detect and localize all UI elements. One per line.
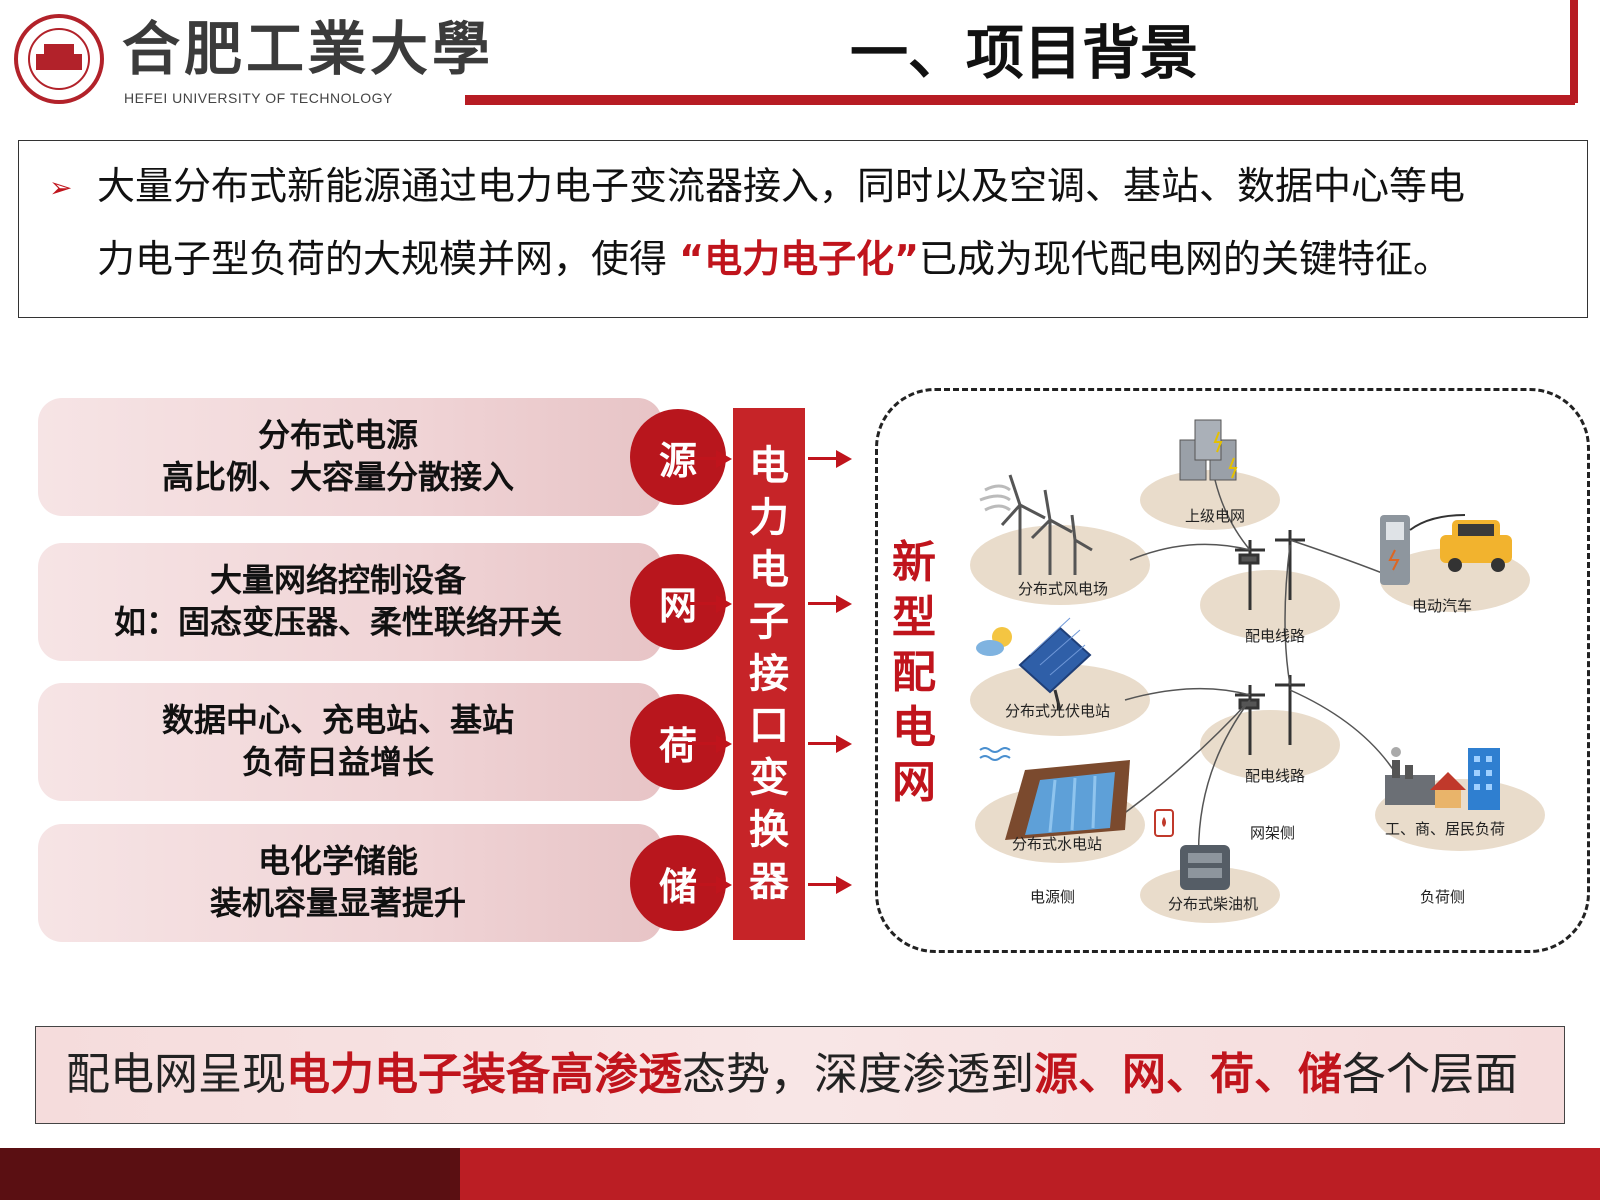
arrow-line [688,742,718,745]
category-text: 大量网络控制设备 如：固态变压器、柔性联络开关 [38,559,638,643]
converter-char: 口 [749,703,789,749]
summary-part-3: 各个层面 [1342,1049,1518,1100]
summary-part-2: 态势，深度渗透到 [682,1049,1034,1100]
arrow-line [808,742,838,745]
category-line2: 装机容量显著提升 [209,884,466,922]
arrow-right-icon [716,450,732,468]
arrow-right-icon [716,595,732,613]
converter-char: 电 [749,443,789,489]
arrow-line [688,457,718,460]
intro-line-2: 力电子型负荷的大规模并网，使得 “电力电子化”已成为现代配电网的关键特征。 [97,236,1451,282]
category-row-source: 分布式电源 高比例、大容量分散接入 源 [38,398,726,516]
label-load-side: 负荷侧 [1420,888,1466,906]
arrow-line [808,602,838,605]
new-distribution-grid-region [875,388,1590,953]
intro-line-2-pre: 力电子型负荷的大规模并网，使得 [97,237,680,281]
summary-text: 配电网呈现电力电子装备高渗透态势，深度渗透到源、网、荷、储各个层面 [66,1047,1518,1103]
arrow-line [688,602,718,605]
category-text: 电化学储能 装机容量显著提升 [38,840,638,924]
new-grid-char: 型 [892,592,936,643]
converter-char: 力 [749,495,789,541]
university-name-cn: 合肥工業大學 [122,15,495,83]
summary-box: 配电网呈现电力电子装备高渗透态势，深度渗透到源、网、荷、储各个层面 [35,1026,1565,1124]
label-diesel: 分布式柴油机 [1168,895,1259,913]
summary-part-1: 配电网呈现 [66,1049,286,1100]
university-seal-icon [14,14,104,104]
intro-line-2-post: 已成为现代配电网的关键特征。 [919,237,1452,281]
label-upper-grid: 上级电网 [1185,507,1246,525]
converter-char: 子 [749,599,789,645]
label-source-side: 电源侧 [1030,888,1076,906]
category-line1: 数据中心、充电站、基站 [161,701,514,739]
converter-char: 器 [749,859,789,905]
category-line2: 负荷日益增长 [241,743,434,781]
label-ev: 电动汽车 [1412,597,1473,615]
title-underline [465,95,1575,105]
category-line2: 如：固态变压器、柔性联络开关 [113,603,562,641]
summary-highlight-2: 源、网、荷、储 [1034,1049,1342,1100]
intro-line-1: 大量分布式新能源通过电力电子变流器接入，同时以及空调、基站、数据中心等电 [97,164,1466,208]
arrow-right-icon [836,876,852,894]
category-line1: 电化学储能 [257,842,418,880]
label-load: 工、商、居民负荷 [1385,820,1506,838]
category-row-storage: 电化学储能 装机容量显著提升 储 [38,824,726,942]
tag-circle-network: 网 [630,554,726,650]
converter-char: 电 [749,547,789,593]
category-row-network: 大量网络控制设备 如：固态变压器、柔性联络开关 网 [38,543,726,661]
intro-box: ➢ 大量分布式新能源通过电力电子变流器接入，同时以及空调、基站、数据中心等电 力… [18,140,1588,318]
summary-highlight-1: 电力电子装备高渗透 [286,1049,682,1100]
footer-band-red [460,1148,1600,1200]
arrow-right-icon [836,450,852,468]
label-pv: 分布式光伏电站 [1005,702,1111,720]
intro-highlight: “电力电子化” [679,237,920,281]
university-name-en: HEFEI UNIVERSITY OF TECHNOLOGY [124,90,393,106]
right-arrow-bullet-icon: ➢ [49,171,73,204]
arrow-right-icon [716,876,732,894]
label-wind: 分布式风电场 [1018,580,1109,598]
arrow-right-icon [836,735,852,753]
arrow-line [808,457,838,460]
label-line2: 配电线路 [1245,767,1306,785]
new-grid-label: 新型配电网 [888,535,940,810]
label-hydro: 分布式水电站 [1012,835,1103,853]
converter-char: 变 [749,755,789,801]
title-corner-bar [1570,0,1578,103]
new-grid-char: 新 [892,537,936,588]
converter-char: 换 [749,807,789,853]
category-line2: 高比例、大容量分散接入 [161,458,514,496]
footer-band-dark [0,1148,460,1200]
category-line1: 大量网络控制设备 [209,561,466,599]
category-text: 数据中心、充电站、基站 负荷日益增长 [38,699,638,783]
arrow-right-icon [836,595,852,613]
page-title: 一、项目背景 [850,19,1199,87]
new-grid-char: 电 [892,702,936,753]
category-text: 分布式电源 高比例、大容量分散接入 [38,414,638,498]
power-electronic-interface-converter: 电力电子接口变换器 [733,408,805,940]
new-grid-char: 配 [892,647,936,698]
label-line1: 配电线路 [1245,627,1306,645]
label-network-side: 网架侧 [1250,824,1296,842]
arrow-line [688,883,718,886]
arrow-right-icon [716,735,732,753]
category-line1: 分布式电源 [257,416,418,454]
converter-char: 接 [749,651,789,697]
new-grid-char: 网 [892,757,936,808]
category-row-load: 数据中心、充电站、基站 负荷日益增长 荷 [38,683,726,801]
arrow-line [808,883,838,886]
